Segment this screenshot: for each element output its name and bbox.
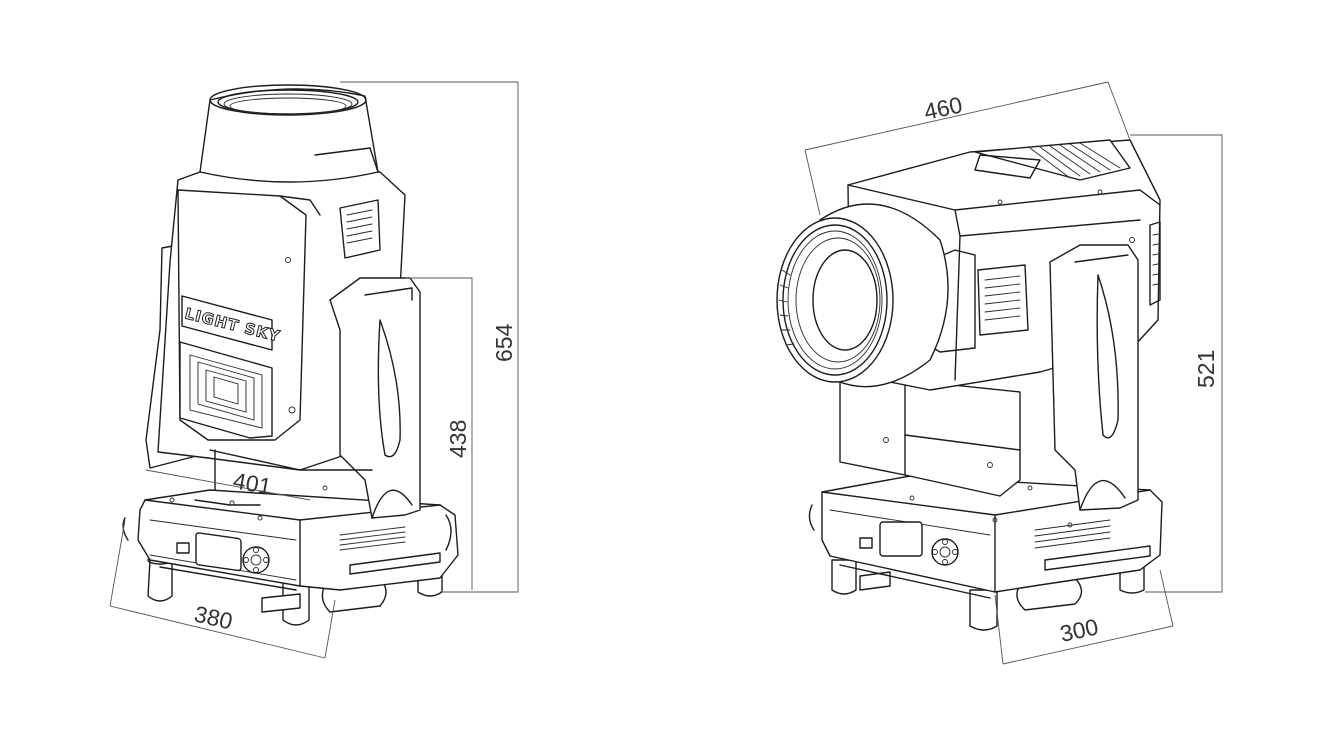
power-switch — [176, 542, 190, 554]
control-buttons — [242, 546, 270, 574]
logo-plate — [181, 295, 273, 351]
side-view-fixture — [776, 139, 1163, 631]
dim-base-depth: 300 — [1058, 613, 1101, 646]
yoke-arm-side — [1027, 244, 1139, 511]
dim-head-length: 460 — [922, 91, 965, 124]
dim-total-height: 654 — [491, 323, 517, 362]
lcd-display — [195, 532, 242, 572]
side-view-dimensions: 460 521 300 — [804, 81, 1223, 665]
dim-side-height: 521 — [1193, 350, 1219, 388]
yoke-arm-front — [209, 277, 421, 519]
control-buttons-side — [931, 538, 959, 566]
lens-barrel-side — [776, 203, 949, 388]
dim-head-width: 401 — [231, 467, 273, 499]
base-housing-side — [808, 475, 1163, 599]
front-view-fixture: LIGHT SKY — [122, 84, 459, 626]
base-feet-side — [831, 559, 1145, 631]
side-panel-vent — [1149, 221, 1161, 306]
side-vent — [339, 199, 381, 259]
top-vent — [974, 139, 1131, 181]
base-vent-side — [1034, 519, 1151, 571]
dim-arm-height: 438 — [445, 420, 471, 458]
head-side-vent — [977, 264, 1029, 336]
power-switch-side — [859, 537, 873, 549]
base-housing — [122, 489, 459, 591]
base-vent — [339, 526, 441, 575]
lcd-display-side — [879, 521, 923, 557]
head-vent-grille — [179, 341, 273, 439]
dim-base-width: 380 — [192, 601, 235, 635]
